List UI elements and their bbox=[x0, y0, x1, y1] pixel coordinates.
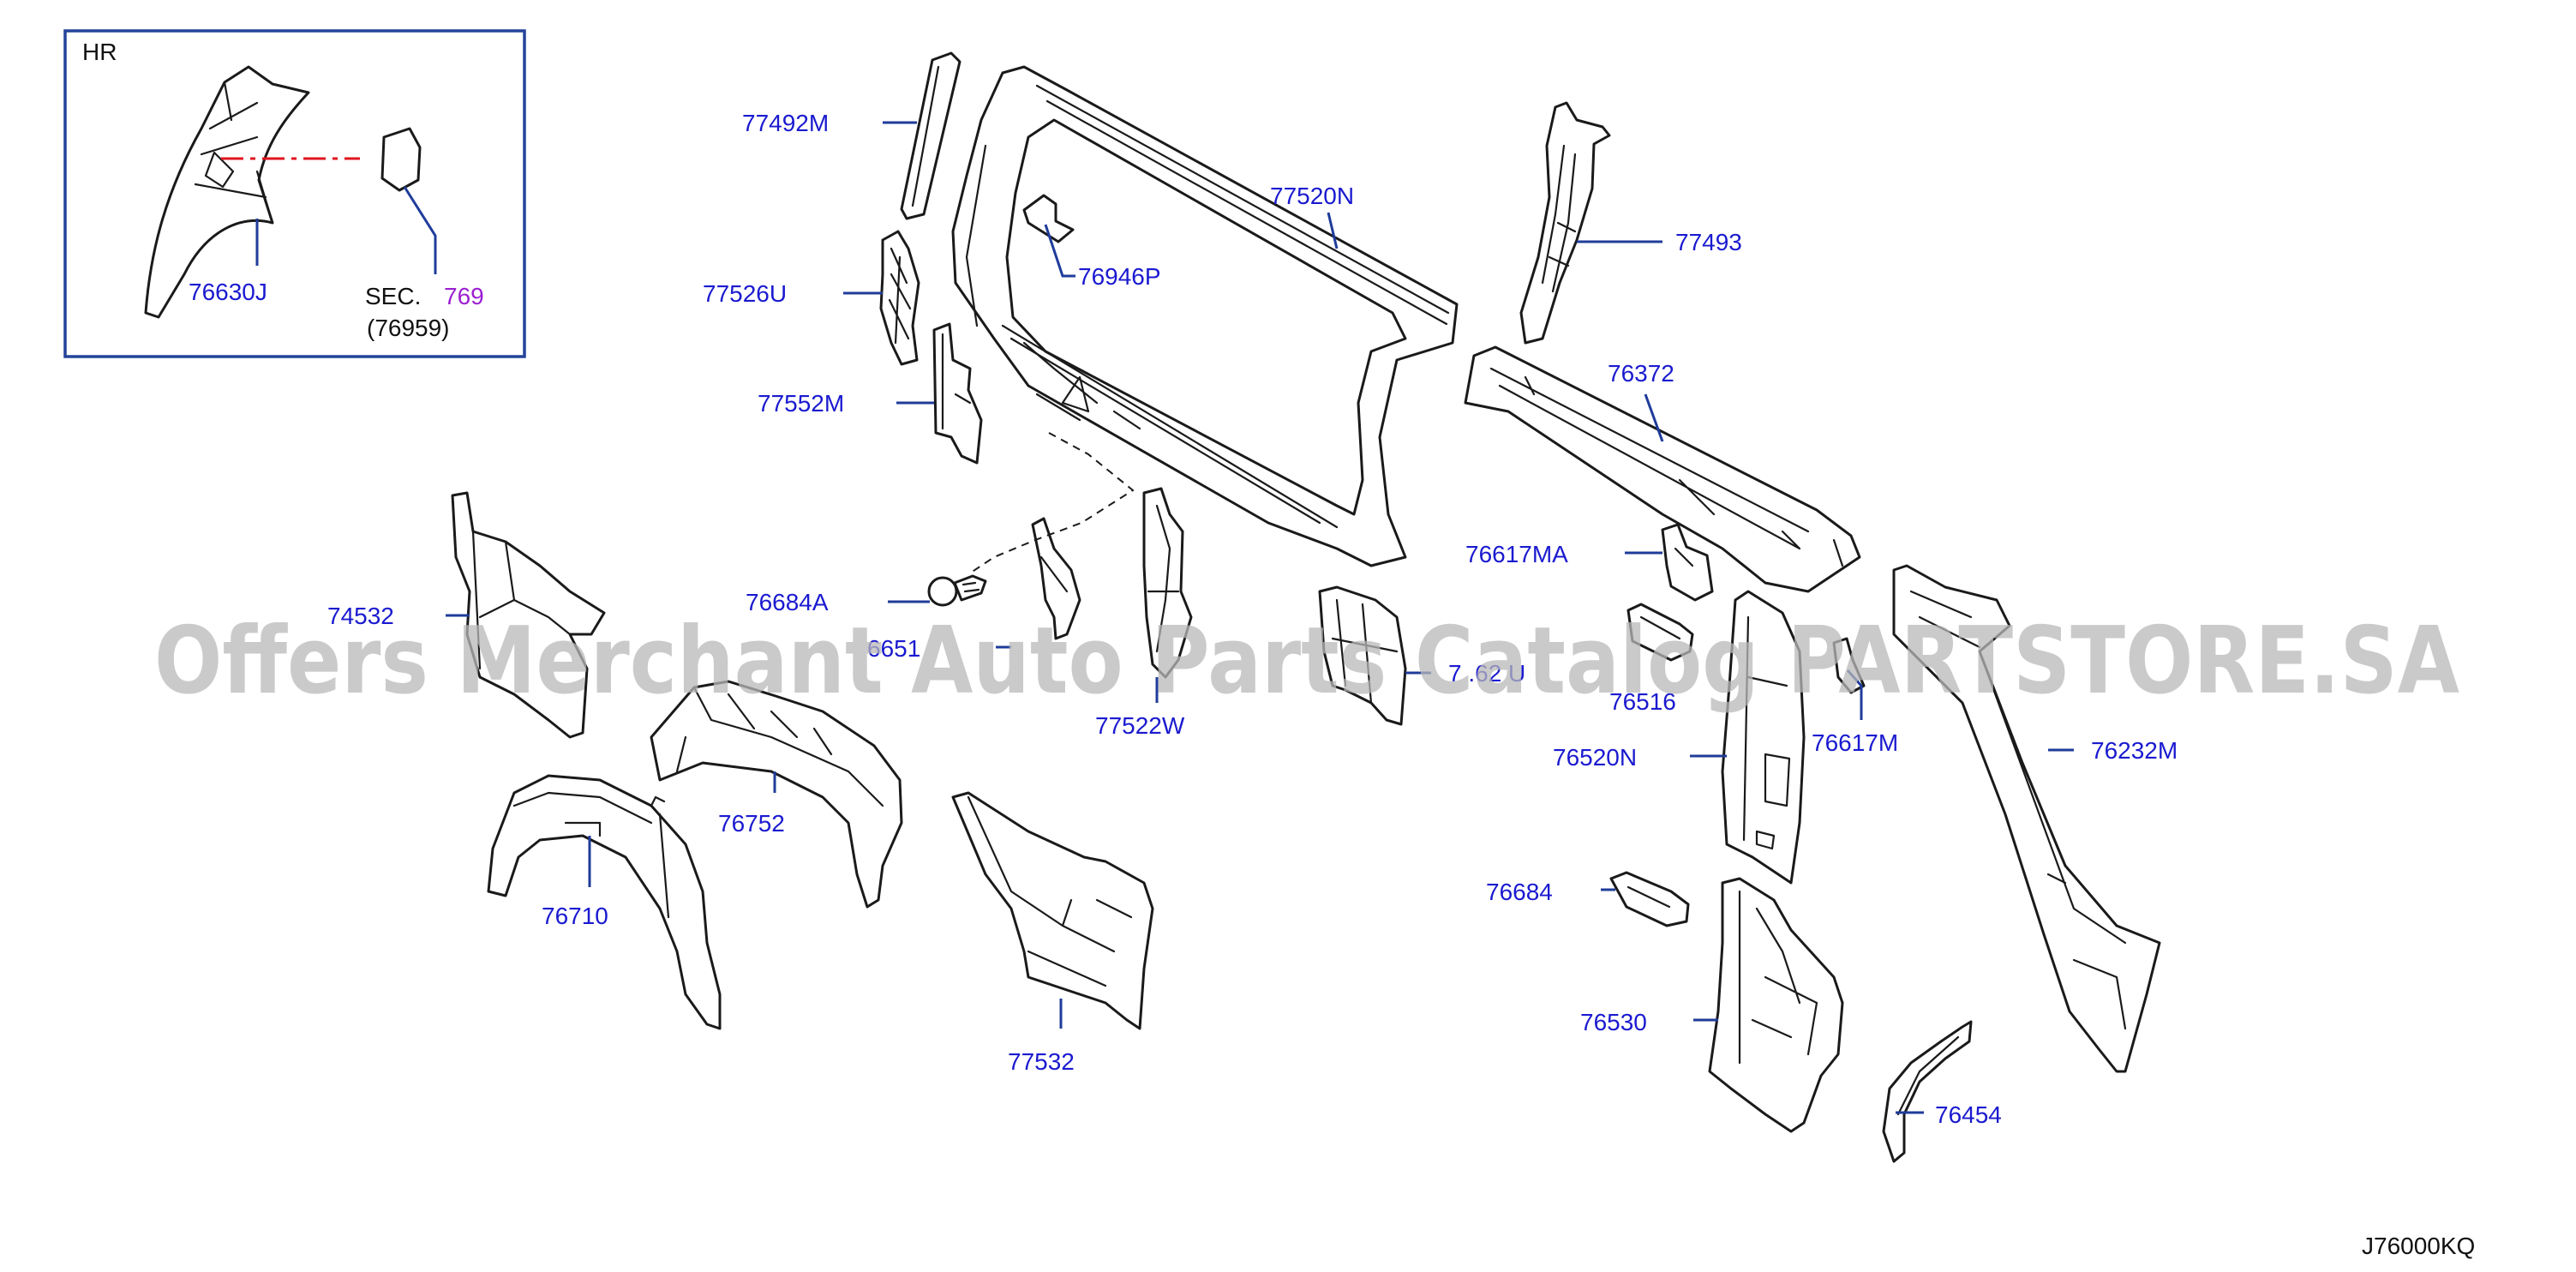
label-76520N[interactable]: 76520N bbox=[1553, 744, 1637, 771]
label-74532[interactable]: 74532 bbox=[327, 603, 394, 629]
label-76684A[interactable]: 76684A bbox=[746, 589, 829, 615]
part-76617MA-drawing bbox=[1661, 523, 1714, 602]
sec-number-link[interactable]: 769 bbox=[444, 283, 484, 309]
leader-sec bbox=[403, 186, 437, 274]
part-drawings bbox=[451, 51, 2161, 1163]
label-66510[interactable]: 6651 bbox=[867, 635, 920, 662]
label-77520N[interactable]: 77520N bbox=[1270, 183, 1354, 209]
part-76454-drawing bbox=[1882, 1020, 1973, 1163]
part-77552M-drawing bbox=[932, 322, 983, 465]
label-77532[interactable]: 77532 bbox=[1008, 1048, 1075, 1075]
part-74532-drawing bbox=[451, 491, 606, 739]
label-77552M[interactable]: 77552M bbox=[758, 390, 844, 417]
inset-hr: HR 76630J SEC. 769 (76959) bbox=[63, 29, 526, 358]
label-77522W[interactable]: 77522W bbox=[1095, 712, 1185, 739]
label-76710[interactable]: 76710 bbox=[542, 903, 608, 929]
part-76710-drawing bbox=[487, 774, 722, 1030]
label-76617M[interactable]: 76617M bbox=[1812, 729, 1898, 756]
label-77526U[interactable]: 77526U bbox=[703, 280, 787, 307]
label-77492M[interactable]: 77492M bbox=[742, 110, 829, 136]
label-77493[interactable]: 77493 bbox=[1675, 229, 1742, 255]
cap-76959-drawing bbox=[380, 127, 422, 192]
part-77492M-drawing bbox=[900, 51, 962, 220]
callout-labels: 77492M 77526U 77552M 77520N 76946P 77493… bbox=[327, 110, 2178, 1128]
part-77522W-drawing bbox=[1142, 487, 1193, 679]
part-76684-drawing bbox=[1609, 871, 1690, 927]
part-76752-drawing bbox=[650, 680, 903, 909]
label-76516[interactable]: 76516 bbox=[1609, 688, 1676, 715]
label-76752[interactable]: 76752 bbox=[718, 810, 785, 837]
part-76516-drawing bbox=[1626, 603, 1694, 662]
inset-tag: HR bbox=[82, 39, 117, 65]
label-76684[interactable]: 76684 bbox=[1486, 879, 1553, 905]
part-77532-drawing bbox=[951, 791, 1154, 1030]
part-77493-drawing bbox=[1519, 101, 1611, 345]
label-76530[interactable]: 76530 bbox=[1580, 1009, 1647, 1035]
part-76684A-drawing bbox=[927, 574, 987, 607]
sec-ref: (76959) bbox=[367, 315, 450, 341]
part-76530-drawing bbox=[1708, 877, 1844, 1133]
part-76520N-drawing bbox=[1721, 590, 1806, 885]
part-66510-clip-drawing bbox=[1031, 517, 1081, 640]
label-76232M[interactable]: 76232M bbox=[2091, 737, 2178, 764]
part-76372-drawing bbox=[1464, 345, 1861, 593]
sec-prefix: SEC. bbox=[365, 283, 421, 309]
watermark-text: Offers Merchant Auto Parts Catalog PARTS… bbox=[154, 608, 2459, 715]
label-76372[interactable]: 76372 bbox=[1608, 360, 1674, 387]
label-76617MA[interactable]: 76617MA bbox=[1465, 541, 1568, 567]
label-76454[interactable]: 76454 bbox=[1935, 1101, 2002, 1128]
part-77520N-drawing bbox=[951, 65, 1459, 567]
part-76630J-drawing bbox=[144, 65, 310, 319]
part-77526U-drawing bbox=[879, 230, 920, 366]
label-76946P[interactable]: 76946P bbox=[1078, 263, 1161, 290]
leader-lines bbox=[446, 121, 2074, 1114]
label-77512U-obscured[interactable]: 7 .62 U bbox=[1448, 660, 1525, 687]
part-77512U-drawing bbox=[1318, 585, 1407, 726]
part-76232M-drawing bbox=[1892, 564, 2161, 1073]
assembly-dash-line bbox=[967, 432, 1135, 575]
diagram-code: J76000KQ bbox=[2362, 1233, 2475, 1259]
label-76630J[interactable]: 76630J bbox=[189, 279, 267, 305]
inset-border bbox=[63, 29, 526, 358]
